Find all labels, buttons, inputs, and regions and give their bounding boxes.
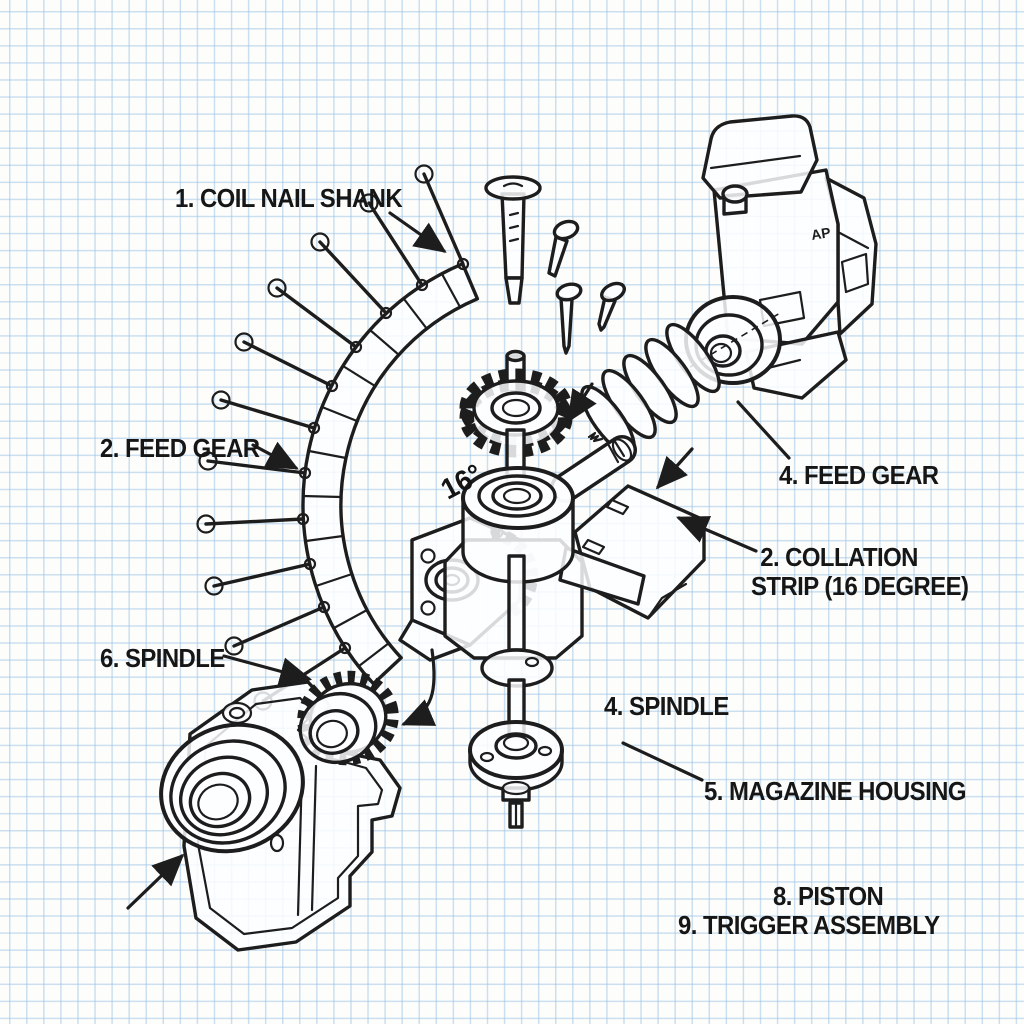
arrow-feed-gear-left bbox=[251, 441, 299, 470]
small-nail-3 bbox=[597, 281, 626, 332]
motor-gearbox bbox=[159, 670, 402, 952]
motor-drum bbox=[159, 722, 305, 854]
flange-disc bbox=[468, 720, 564, 792]
spindle-assembly bbox=[443, 349, 646, 829]
coil-nail-strip bbox=[196, 164, 480, 711]
housing-knob bbox=[721, 184, 749, 216]
label-feed-gear-left: 2. FEED GEAR bbox=[100, 433, 260, 463]
arrow-spring bbox=[567, 382, 597, 423]
label-piston: 8. PISTON bbox=[773, 881, 884, 911]
flange-bracket bbox=[480, 648, 554, 688]
collation-collars bbox=[296, 257, 470, 655]
arrow-plate bbox=[655, 447, 694, 490]
label-spindle-right: 4. SPINDLE bbox=[604, 691, 729, 721]
small-nail-2 bbox=[555, 282, 583, 355]
spring-ground-end bbox=[587, 431, 604, 443]
label-feed-gear-right: 4. FEED GEAR bbox=[779, 460, 939, 490]
label-magazine-housing: 5. MAGAZINE HOUSING bbox=[704, 776, 967, 806]
pawl-lever-arrow bbox=[401, 648, 437, 726]
drum-bearing bbox=[461, 466, 575, 584]
label-collation-strip: 2. COLLATION STRIP (16 DEGREE) bbox=[751, 542, 969, 601]
label-collation-strip-line2: STRIP (16 DEGREE) bbox=[751, 571, 969, 601]
loose-nails bbox=[484, 175, 626, 355]
housing-marking: AP bbox=[810, 224, 832, 243]
leader-magazine-housing bbox=[621, 741, 704, 782]
arrow-collation-strip bbox=[676, 516, 758, 553]
roller-pin bbox=[550, 435, 637, 503]
spur-gear bbox=[459, 368, 573, 458]
leader-feed-gear-right bbox=[736, 400, 791, 460]
arrow-coil-nail-shank bbox=[388, 211, 447, 253]
large-nail bbox=[484, 175, 542, 305]
small-nail-1 bbox=[547, 219, 580, 278]
label-trigger-assembly: 9. TRIGGER ASSEMBLY bbox=[678, 910, 940, 940]
tool-housing: AP bbox=[684, 114, 878, 400]
spindle-tip bbox=[501, 780, 531, 829]
crown-gear bbox=[297, 670, 399, 766]
coil-nails bbox=[196, 164, 465, 711]
collation-rungs bbox=[301, 272, 462, 668]
arrow-bottom-left bbox=[126, 853, 185, 910]
label-spindle-left: 6. SPINDLE bbox=[100, 643, 225, 673]
label-collation-strip-line1: 2. COLLATION bbox=[760, 542, 918, 572]
leader-arrows bbox=[126, 211, 791, 910]
label-coil-nail-shank: 1. COIL NAIL SHANK bbox=[175, 183, 403, 213]
arrow-spindle-left bbox=[222, 654, 313, 686]
